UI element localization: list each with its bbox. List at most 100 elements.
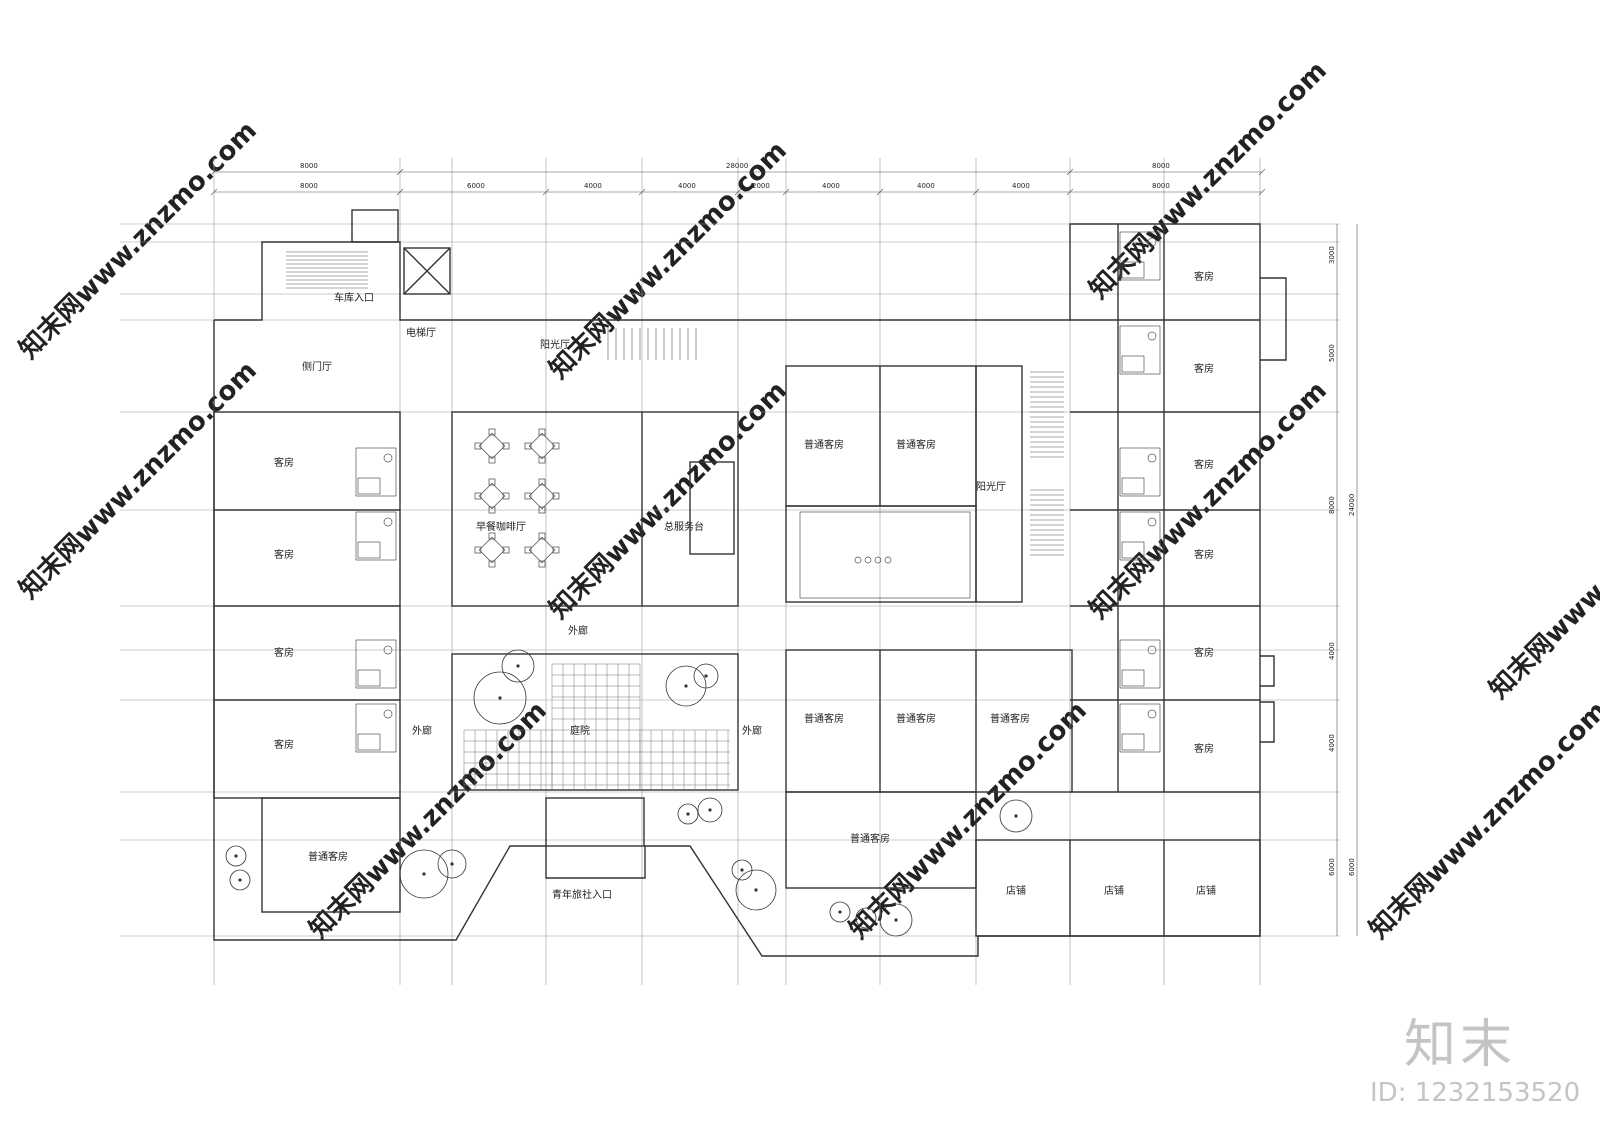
dim-label: 4000 bbox=[1328, 642, 1336, 660]
room-label-side-hall: 侧门厅 bbox=[302, 360, 332, 373]
dim-label: 8000 bbox=[1152, 182, 1170, 190]
watermark-text: 知末网www.znzmo.com bbox=[544, 376, 793, 625]
tree-canopy bbox=[677, 803, 699, 825]
room-label-reception: 总服务台 bbox=[664, 520, 704, 533]
cafe-chair bbox=[524, 546, 532, 554]
tree-canopy bbox=[731, 859, 753, 881]
bathtub bbox=[1121, 669, 1145, 687]
tree-trunk bbox=[684, 684, 688, 688]
dim-tick bbox=[396, 188, 404, 196]
room-label-elevator-hall: 电梯厅 bbox=[406, 326, 436, 339]
bathtub bbox=[357, 541, 381, 559]
toilet bbox=[1147, 331, 1157, 341]
room-label-guest-room: 客房 bbox=[1194, 270, 1214, 283]
wash-basin bbox=[864, 556, 872, 564]
watermark-text: 知末网www.znzmo.com bbox=[1484, 456, 1600, 705]
room-label-guest-room: 客房 bbox=[274, 456, 294, 469]
tree-trunk bbox=[838, 910, 842, 914]
tree-trunk bbox=[754, 888, 758, 892]
bathtub bbox=[357, 733, 381, 751]
bathroom-block bbox=[355, 639, 397, 689]
watermark-text: 知末网www.znzmo.com bbox=[844, 696, 1093, 945]
cafe-chair bbox=[552, 546, 560, 554]
cafe-chair bbox=[502, 546, 510, 554]
tree-trunk bbox=[894, 918, 898, 922]
toilet bbox=[1147, 453, 1157, 463]
watermark-text: 知末网www.znzmo.com bbox=[544, 136, 793, 385]
wash-basin bbox=[874, 556, 882, 564]
dim-label: 4000 bbox=[1328, 734, 1336, 752]
cafe-chair bbox=[524, 492, 532, 500]
room-label-corridor: 外廊 bbox=[568, 624, 588, 637]
dim-label: 8000 bbox=[300, 182, 318, 190]
room-label-corridor: 外廊 bbox=[742, 724, 762, 737]
tree-trunk bbox=[234, 854, 238, 858]
cafe-table bbox=[528, 482, 556, 510]
dim-label: 4000 bbox=[917, 182, 935, 190]
tree-trunk bbox=[498, 696, 502, 700]
cafe-chair bbox=[488, 532, 496, 540]
toilet bbox=[383, 517, 393, 527]
dim-label: 4000 bbox=[584, 182, 602, 190]
tree-trunk bbox=[516, 664, 520, 668]
room-label-standard-room: 普通客房 bbox=[896, 438, 936, 451]
bathtub bbox=[1121, 733, 1145, 751]
dim-tick bbox=[972, 188, 980, 196]
dim-label: 6000 bbox=[467, 182, 485, 190]
tree-trunk bbox=[422, 872, 426, 876]
tree-canopy bbox=[229, 869, 251, 891]
cafe-chair bbox=[474, 492, 482, 500]
dim-tick bbox=[542, 188, 550, 196]
room-label-guest-room: 客房 bbox=[1194, 646, 1214, 659]
tree-canopy bbox=[665, 665, 707, 707]
cafe-chair bbox=[538, 506, 546, 514]
toilet bbox=[383, 645, 393, 655]
room-label-hostel-entrance: 青年旅社入口 bbox=[552, 888, 612, 901]
dim-tick bbox=[876, 188, 884, 196]
dim-tick bbox=[1066, 188, 1074, 196]
dim-label: 8000 bbox=[1328, 496, 1336, 514]
dim-label: 8000 bbox=[1152, 162, 1170, 170]
cafe-tables bbox=[474, 428, 560, 568]
shared-bathroom bbox=[799, 511, 971, 599]
tree-canopy bbox=[437, 849, 467, 879]
tree-canopy bbox=[501, 649, 535, 683]
bathroom-block bbox=[355, 703, 397, 753]
room-label-guest-room: 客房 bbox=[274, 646, 294, 659]
tree-trunk bbox=[238, 878, 242, 882]
room-label-guest-room: 客房 bbox=[1194, 742, 1214, 755]
watermark-text: 知末网www.znzmo.com bbox=[14, 356, 263, 605]
dim-label: 3000 bbox=[1328, 246, 1336, 264]
watermark-text: 知末网www.znzmo.com bbox=[14, 116, 263, 365]
cafe-chair bbox=[488, 428, 496, 436]
right-overall-dims: 24000 6000 bbox=[1348, 494, 1356, 876]
tree-canopy bbox=[399, 849, 449, 899]
dim-tick bbox=[210, 188, 218, 196]
cafe-table bbox=[528, 432, 556, 460]
tree-canopy bbox=[735, 869, 777, 911]
cafe-table bbox=[478, 482, 506, 510]
cafe-table bbox=[478, 432, 506, 460]
bathtub bbox=[1121, 355, 1145, 373]
room-label-shop: 店铺 bbox=[1196, 884, 1216, 897]
toilet bbox=[383, 453, 393, 463]
tree-canopy bbox=[829, 901, 851, 923]
stairs bbox=[286, 251, 1064, 556]
dim-tick bbox=[782, 188, 790, 196]
room-label-cafe: 早餐咖啡厅 bbox=[476, 520, 526, 533]
room-label-sun-hall: 阳光厅 bbox=[540, 338, 570, 351]
cafe-chair bbox=[538, 532, 546, 540]
cafe-chair bbox=[502, 442, 510, 450]
watermark-text: 知末网www.znzmo.com bbox=[1084, 56, 1333, 305]
top-detail-dims: 8000 6000 4000 4000 2000 4000 4000 4000 … bbox=[300, 182, 1170, 190]
dim-tick bbox=[1258, 168, 1266, 176]
tree-trunk bbox=[864, 916, 868, 920]
toilet bbox=[383, 709, 393, 719]
dim-label: 28000 bbox=[726, 162, 748, 170]
room-label-guest-room: 客房 bbox=[1194, 548, 1214, 561]
dim-label: 4000 bbox=[822, 182, 840, 190]
bathroom-block bbox=[1119, 703, 1161, 753]
room-label-courtyard: 庭院 bbox=[570, 724, 590, 737]
bathroom-fixtures bbox=[355, 231, 1161, 753]
cafe-chair bbox=[524, 442, 532, 450]
